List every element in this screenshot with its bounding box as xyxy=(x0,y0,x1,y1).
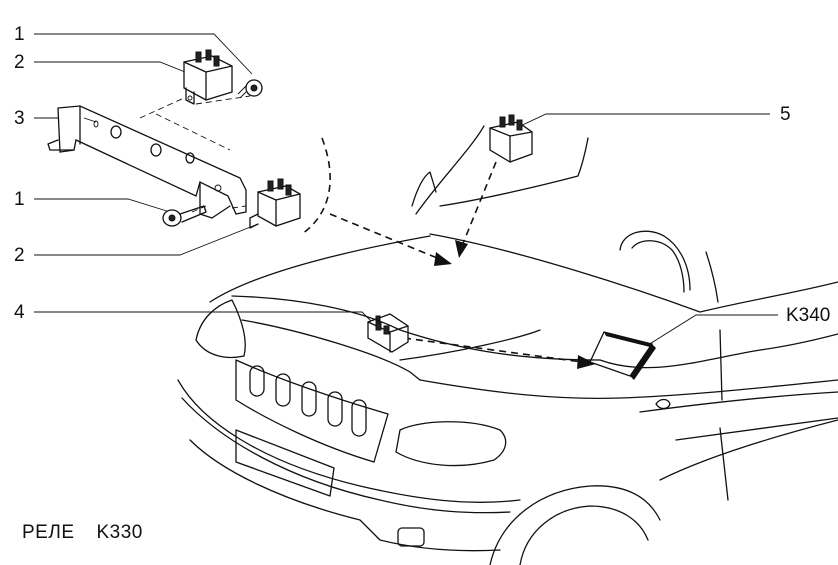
callout-4: 4 xyxy=(14,302,25,323)
callout-1-top: 1 xyxy=(14,24,25,45)
nut-icon-mid xyxy=(162,205,207,227)
diagram-caption: РЕЛЕ K330 xyxy=(22,522,165,544)
leader-lines xyxy=(34,33,778,351)
relay-top xyxy=(183,49,233,105)
callout-2-top: 2 xyxy=(14,52,25,73)
mounting-bracket xyxy=(47,95,251,219)
caption-code: K330 xyxy=(96,522,143,543)
callout-k340: K340 xyxy=(786,305,830,326)
relay-mid xyxy=(249,178,301,229)
caption-title: РЕЛЕ xyxy=(22,522,75,543)
callout-5: 5 xyxy=(780,104,791,125)
relay-4 xyxy=(367,313,409,353)
assembly-arrows xyxy=(301,137,596,369)
callout-3: 3 xyxy=(14,108,25,129)
nut-icon-top xyxy=(237,79,263,99)
relay-5 xyxy=(489,114,533,163)
vehicle-front-view xyxy=(177,125,838,565)
relay-box-k340 xyxy=(589,331,656,380)
callout-1-mid: 1 xyxy=(14,189,25,210)
callout-2-mid: 2 xyxy=(14,245,25,266)
